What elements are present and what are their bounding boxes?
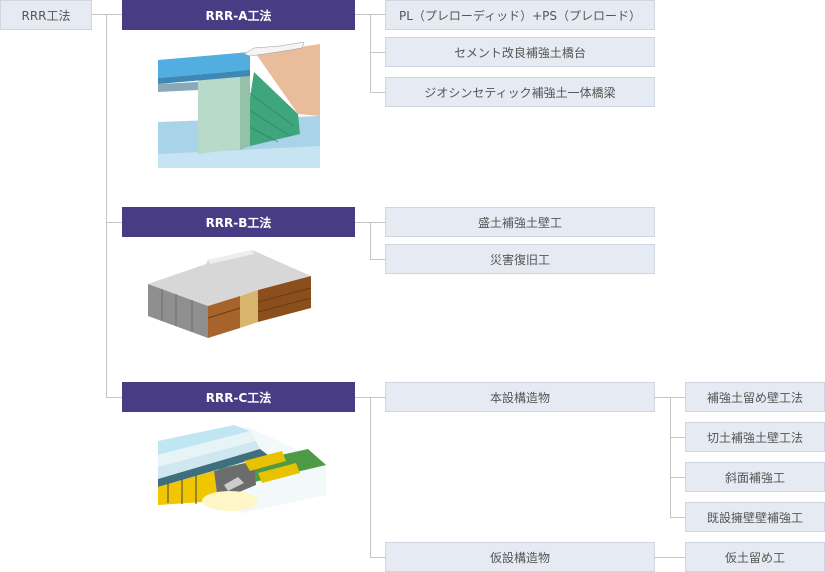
c-sub-cut-wall[interactable]: 切土補強土壁工法	[685, 422, 825, 452]
method-rrr-b[interactable]: RRR-B工法	[122, 207, 355, 237]
c-sub-temp-retaining[interactable]: 仮土留め工	[685, 542, 825, 572]
connector-trunk	[106, 14, 107, 398]
connector-c-items-v	[370, 397, 371, 557]
connector-main-3	[670, 477, 685, 478]
c-sub-existing-wall[interactable]: 既設擁壁壁補強工	[685, 502, 825, 532]
connector-a-items-v	[370, 14, 371, 92]
b-item-embankment-wall[interactable]: 盛土補強土壁工	[385, 207, 655, 237]
rrr-a-abutment-illustration	[158, 42, 320, 168]
method-rrr-c[interactable]: RRR-C工法	[122, 382, 355, 412]
connector-a-item-3	[370, 92, 385, 93]
root-node[interactable]: RRR工法	[0, 0, 92, 30]
connector-c-temp	[370, 557, 385, 558]
c-item-temporary[interactable]: 仮設構造物	[385, 542, 655, 572]
connector-trunk-to-c	[106, 397, 122, 398]
b-item-disaster-recovery[interactable]: 災害復旧工	[385, 244, 655, 274]
a-item-pl-ps[interactable]: PL（プレローディッド）+PS（プレロード）	[385, 0, 655, 30]
a-item-integral-bridge[interactable]: ジオシンセティック補強土一体橋梁	[385, 77, 655, 107]
connector-main-4	[670, 517, 685, 518]
connector-a-item-2	[370, 52, 385, 53]
connector-main-v	[670, 397, 671, 517]
c-sub-retaining-wall[interactable]: 補強土留め壁工法	[685, 382, 825, 412]
c-item-permanent[interactable]: 本設構造物	[385, 382, 655, 412]
rrr-b-embankment-illustration	[148, 250, 311, 338]
connector-main-2	[670, 437, 685, 438]
connector-b-items-v	[370, 222, 371, 259]
connector-trunk-to-b	[106, 222, 122, 223]
rrr-c-wall-illustration	[158, 425, 326, 513]
connector-b-item-2	[370, 259, 385, 260]
method-rrr-a[interactable]: RRR-A工法	[122, 0, 355, 30]
connector-temp-h	[655, 557, 685, 558]
c-sub-slope[interactable]: 斜面補強工	[685, 462, 825, 492]
a-item-cement-abutment[interactable]: セメント改良補強土橋台	[385, 37, 655, 67]
